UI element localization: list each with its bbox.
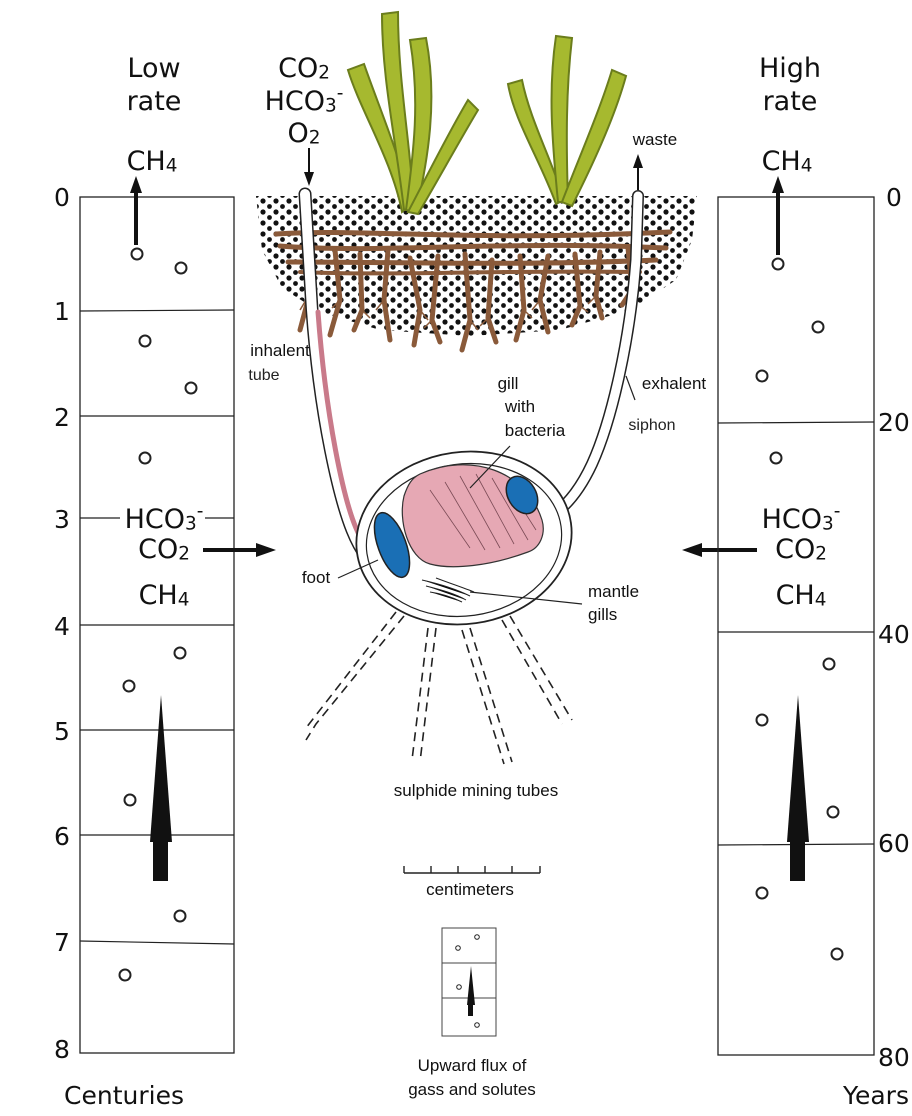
right-inflow-labels: HCO3- CO2 CH4 xyxy=(762,501,841,611)
left-axis-unit: Centuries xyxy=(64,1081,184,1110)
left-gas-label: CH4 xyxy=(127,146,178,177)
gill-label-3: bacteria xyxy=(505,421,566,440)
right-ch4-up-arrow xyxy=(772,176,784,255)
input-co2: CO2 xyxy=(278,53,330,84)
scale-bar xyxy=(404,866,540,873)
right-column: High rate CH4 0 20 40 60 80 Years xyxy=(718,53,910,1110)
waste-label: waste xyxy=(632,130,677,149)
right-tick-60: 60 xyxy=(878,829,910,858)
legend-caption-1: Upward flux of xyxy=(418,1056,527,1075)
inhalent-label: inhalent xyxy=(250,341,310,360)
mantle-gills-label: gills xyxy=(588,605,617,624)
inputs-label-group: CO2 HCO3- O2 xyxy=(265,53,344,149)
right-flux-arrow xyxy=(787,695,809,881)
left-tick-0: 0 xyxy=(54,183,70,212)
legend-caption-2: gass and solutes xyxy=(408,1080,536,1099)
left-tick-8: 8 xyxy=(54,1035,70,1064)
exhalent-up-arrow xyxy=(633,154,643,190)
input-hco3: HCO3- xyxy=(265,83,344,117)
inhalent-down-arrow xyxy=(304,148,314,186)
left-inflow-ch4: CH4 xyxy=(139,580,190,611)
left-inflow-arrow xyxy=(203,543,276,557)
exhalent-pointer xyxy=(626,376,635,400)
right-axis-unit: Years xyxy=(842,1081,909,1110)
left-tick-6: 6 xyxy=(54,822,70,851)
right-inflow-co2: CO2 xyxy=(775,534,827,565)
tube-label: tube xyxy=(248,367,279,384)
right-inflow-arrow xyxy=(682,543,757,557)
right-tick-20: 20 xyxy=(878,408,910,437)
left-header-line1: Low xyxy=(127,53,180,84)
right-header-line1: High xyxy=(759,53,821,84)
legend-arrow xyxy=(467,966,475,1005)
right-tick-80: 80 xyxy=(878,1043,910,1072)
left-tick-1: 1 xyxy=(54,297,70,326)
left-tick-5: 5 xyxy=(54,717,70,746)
gill-label-1: gill xyxy=(498,374,519,393)
left-inflow-hco3: HCO3- xyxy=(125,501,204,535)
right-inflow-ch4: CH4 xyxy=(776,580,827,611)
seagrass-plant-left xyxy=(348,12,478,214)
right-tick-0: 0 xyxy=(886,183,902,212)
right-sediment-column xyxy=(718,197,874,1055)
left-ch4-up-arrow xyxy=(130,176,142,245)
left-flux-arrow xyxy=(150,695,172,881)
left-inflow-labels: HCO3- CO2 CH4 xyxy=(125,501,204,611)
sulphide-tubes-label: sulphide mining tubes xyxy=(394,781,558,800)
siphon-label: siphon xyxy=(628,417,675,434)
right-tick-40: 40 xyxy=(878,620,910,649)
sulphide-mining-tubes xyxy=(306,612,572,764)
clam-body xyxy=(345,438,583,638)
left-tick-2: 2 xyxy=(54,403,70,432)
legend-column xyxy=(442,928,496,1036)
flux-legend xyxy=(442,928,496,1036)
left-column: Low rate CH4 0 1 2 3 4 5 6 7 8 Centuries xyxy=(54,53,234,1110)
left-tick-4: 4 xyxy=(54,612,70,641)
mantle-label: mantle xyxy=(588,582,639,601)
left-inflow-co2: CO2 xyxy=(138,534,190,565)
input-o2: O2 xyxy=(288,118,321,149)
right-gas-label: CH4 xyxy=(762,146,813,177)
left-tick-3: 3 xyxy=(54,505,70,534)
right-inflow-hco3: HCO3- xyxy=(762,501,841,535)
left-tick-7: 7 xyxy=(54,928,70,957)
seagrass-plant-right xyxy=(508,36,626,206)
scale-bar-label: centimeters xyxy=(426,880,514,899)
foot-label: foot xyxy=(302,568,331,587)
gill-label-2: with xyxy=(504,397,535,416)
left-header-line2: rate xyxy=(127,86,182,117)
left-axis-ticks: 0 1 2 3 4 5 6 7 8 xyxy=(54,183,70,1064)
exhalent-label: exhalent xyxy=(642,374,707,393)
right-axis-ticks: 0 20 40 60 80 xyxy=(878,183,910,1072)
right-header-line2: rate xyxy=(763,86,818,117)
